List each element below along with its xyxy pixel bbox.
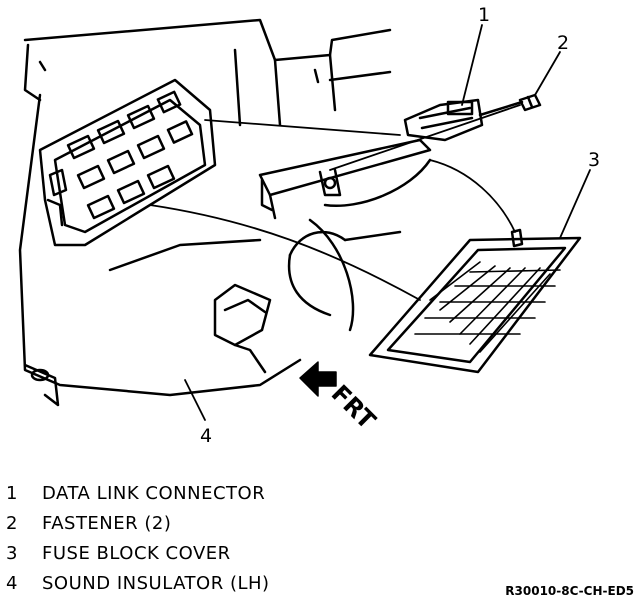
service-line-fuse — [149, 204, 421, 301]
data-link-connector — [403, 98, 484, 142]
legend-label: FUSE BLOCK COVER — [42, 542, 231, 564]
service-line-fastener — [329, 104, 521, 171]
front-direction-arrow — [299, 361, 337, 397]
reference-code: R30010-8C-CH-ED5 — [505, 584, 634, 598]
legend-label: DATA LINK CONNECTOR — [42, 482, 266, 504]
callout-4: 4 — [200, 425, 212, 447]
fuse-block-cover — [368, 228, 582, 374]
callout-1: 1 — [478, 4, 490, 26]
legend-item: 3 FUSE BLOCK COVER — [6, 538, 476, 568]
legend-item: 1 DATA LINK CONNECTOR — [6, 478, 476, 508]
leader-lines — [149, 24, 591, 421]
legend-number: 3 — [6, 542, 18, 564]
sound-insulator — [18, 93, 302, 407]
fuse-block — [38, 78, 217, 247]
legend-number: 2 — [6, 512, 18, 534]
callout-2: 2 — [557, 32, 569, 54]
fastener — [478, 93, 542, 117]
service-line-cover — [429, 159, 516, 233]
service-line-connector — [204, 119, 401, 136]
legend-label: FASTENER (2) — [42, 512, 172, 534]
legend-item: 2 FASTENER (2) — [6, 508, 476, 538]
frt-label: FRT — [326, 379, 382, 435]
legend-item: 4 SOUND INSULATOR (LH) — [6, 568, 476, 598]
leader-line-2 — [534, 51, 561, 96]
bracket — [258, 138, 432, 332]
leader-line-1 — [461, 24, 483, 106]
legend-number: 1 — [6, 482, 18, 504]
leader-line-4 — [184, 379, 206, 421]
instrument-panel-structure — [23, 18, 392, 127]
parts-legend: 1 DATA LINK CONNECTOR 2 FASTENER (2) 3 F… — [6, 478, 476, 598]
fuse-block-diagram: FRT 1 2 3 4 — [18, 4, 600, 447]
legend-number: 4 — [6, 572, 18, 594]
leader-line-3 — [559, 169, 591, 239]
legend-label: SOUND INSULATOR (LH) — [42, 572, 270, 594]
callout-3: 3 — [588, 149, 600, 171]
